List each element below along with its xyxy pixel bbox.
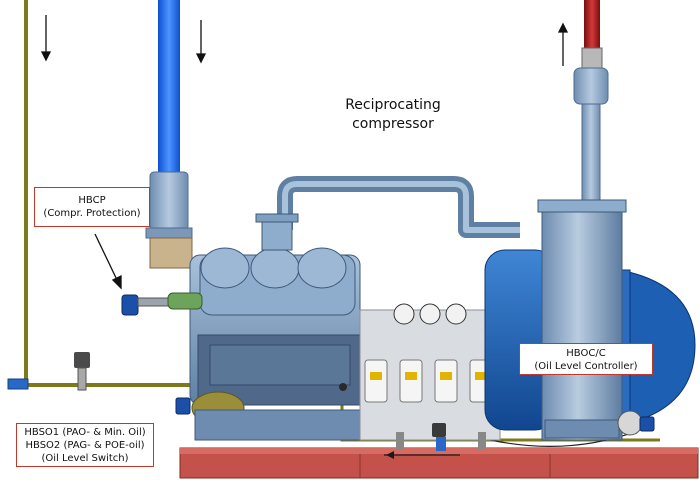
flow-arrows [40, 15, 569, 290]
suction-pipe [145, 0, 193, 269]
gauge-panel [359, 303, 501, 441]
callout-hbcp-description: (Compr. Protection) [43, 208, 141, 219]
discharge-loop-pipe [277, 176, 520, 238]
title-line-2: compressor [352, 116, 434, 132]
callout-hboc-description: (Oil Level Controller) [534, 361, 638, 372]
flow-arrow-head [386, 451, 394, 459]
discharge-pipe [573, 0, 609, 207]
diagram-title: Reciprocating compressor [318, 96, 468, 134]
compressor-body [189, 213, 371, 441]
callout-hbso: HBSO1 (PAO- & Min. Oil) HBSO2 (PAG- & PO… [16, 423, 154, 467]
callout-hbso-line-2: HBSO2 (PAG- & POE-oil) [25, 440, 145, 451]
sensor-hbcp [121, 292, 203, 316]
callout-hbcp-name: HBCP [78, 195, 106, 206]
title-line-1: Reciprocating [345, 97, 441, 113]
callout-hbso-line-3: (Oil Level Switch) [41, 453, 129, 464]
callout-hboc-name: HBOC/C [566, 348, 606, 359]
bottom-valves [339, 383, 486, 451]
electric-motor [484, 249, 696, 431]
sensor-hbso [175, 397, 191, 415]
solenoid-valve [7, 352, 90, 391]
sensor-hboc [617, 410, 655, 436]
callout-hbso-line-1: HBSO1 (PAO- & Min. Oil) [24, 427, 146, 438]
callout-hboc: HBOC/C (Oil Level Controller) [519, 343, 653, 375]
callout-hbcp: HBCP (Compr. Protection) [34, 187, 150, 227]
oil-separator [537, 199, 627, 441]
base-frame [179, 447, 699, 479]
